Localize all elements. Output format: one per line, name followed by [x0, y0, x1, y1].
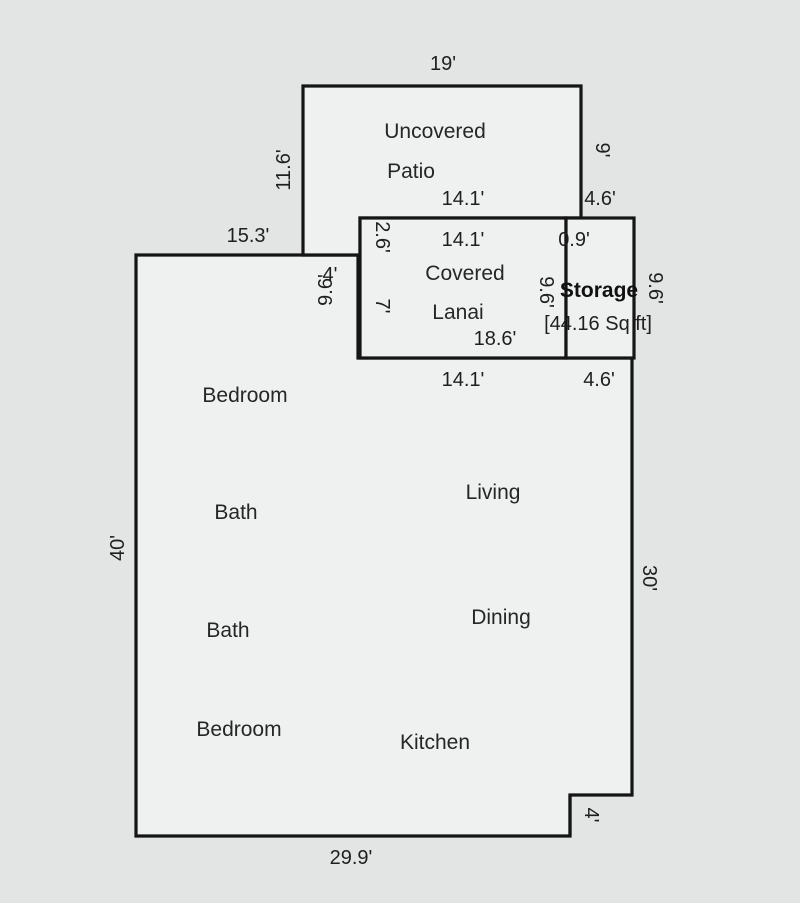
patio-bottom-dimension: 14.1' [442, 188, 485, 210]
kitchen-label: Kitchen [400, 731, 470, 754]
lanai-top-dimension: 14.1' [442, 229, 485, 251]
bedroom-label-1: Bedroom [202, 384, 287, 407]
main-top-left-dimension: 15.3' [227, 225, 270, 247]
storage-outline [564, 216, 636, 360]
main-right-dimension: 30' [638, 565, 660, 591]
covered-lanai-outline [358, 216, 568, 360]
patio-right-bottom-dimension: 4.6' [584, 188, 616, 210]
lanai-step-b-dimension: 9.6' [315, 274, 337, 306]
lanai-inner-right-dimension: 9.6' [535, 276, 557, 308]
storage-bottom-dimension: 4.6' [583, 369, 615, 391]
kitchen-notch-dimension: 4' [580, 808, 602, 823]
living-label: Living [466, 481, 521, 504]
bath-label-2: Bath [206, 619, 249, 642]
lanai-top-right-dimension: 0.9' [558, 229, 590, 251]
lanai-step-a-dimension: 4' [323, 264, 338, 286]
storage-right-dimension: 9.6' [644, 272, 666, 304]
patio-right-dimension: 9' [591, 143, 613, 158]
storage-label: Storage [560, 279, 638, 302]
main-house-outline [134, 253, 634, 838]
dining-label: Dining [471, 606, 531, 629]
lanai-left-upper-dimension: 2.6' [371, 221, 393, 253]
walls [134, 84, 636, 838]
lanai-diagonal-dimension: 18.6' [474, 328, 517, 350]
bath-label-1: Bath [214, 501, 257, 524]
bedroom-label-2: Bedroom [196, 718, 281, 741]
lanai-bottom-dimension: 14.1' [442, 369, 485, 391]
main-left-dimension: 40' [107, 535, 129, 561]
covered-lanai-label: Covered [425, 262, 504, 285]
lanai-label: Lanai [432, 301, 483, 324]
lanai-left-lower-dimension: 7' [371, 299, 393, 314]
patio-left-dimension: 11.6' [273, 149, 295, 190]
patio-top-dimension: 19' [430, 53, 456, 75]
storage-area-label: [44.16 Sq ft] [544, 313, 652, 335]
patio-label: Patio [387, 160, 435, 183]
uncovered-patio-label: Uncovered [384, 120, 486, 143]
main-bottom-dimension: 29.9' [330, 847, 373, 869]
